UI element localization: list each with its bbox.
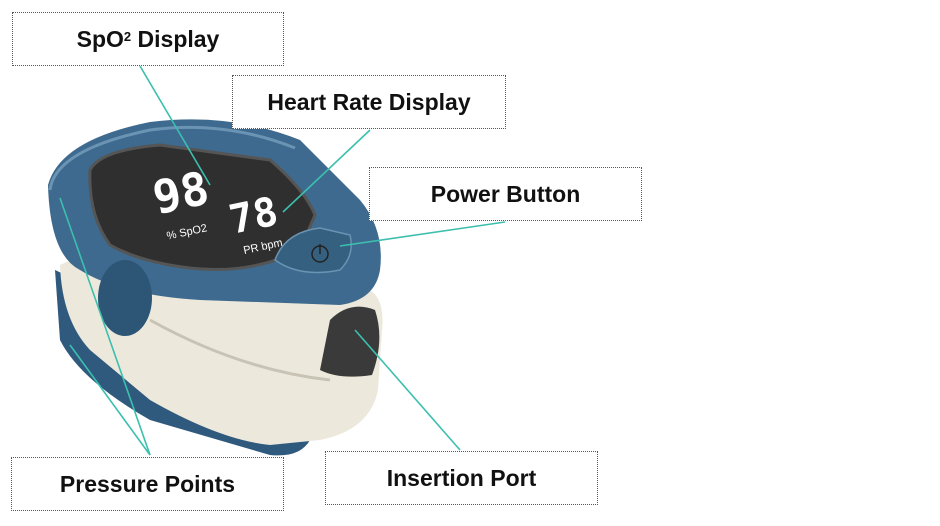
- insertion-port-opening: [320, 306, 380, 377]
- label-heart-rate-display: Heart Rate Display: [232, 75, 506, 129]
- label-text: Display: [131, 25, 220, 52]
- label-pressure-points: Pressure Points: [11, 457, 284, 511]
- label-text: SpO: [76, 25, 124, 52]
- pressure-pad: [98, 260, 152, 336]
- label-superscript: 2: [123, 28, 132, 44]
- leader-lines: [59, 65, 506, 456]
- spo2-readout: 98: [148, 161, 213, 225]
- label-power-button: Power Button: [369, 167, 642, 221]
- label-insertion-port: Insertion Port: [325, 451, 598, 505]
- display-screen: [88, 143, 317, 271]
- pr-readout: 78: [225, 189, 282, 244]
